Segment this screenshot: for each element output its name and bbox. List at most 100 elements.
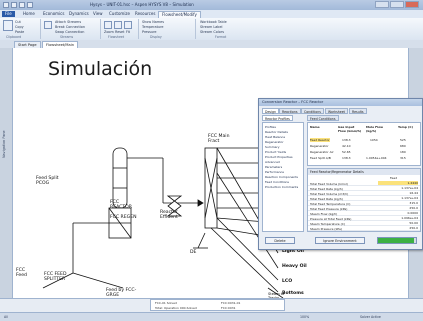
zoom-icon[interactable] bbox=[104, 21, 112, 29]
attach-icon[interactable] bbox=[44, 21, 52, 29]
grid-cell[interactable]: 525 bbox=[400, 138, 406, 142]
tab-conditions[interactable]: Conditions bbox=[301, 108, 324, 114]
table-row[interactable]: Total Feed Temperature (C)315.0 bbox=[308, 201, 420, 206]
paste-icon[interactable] bbox=[3, 20, 13, 31]
delete-button[interactable]: Delete bbox=[265, 237, 295, 244]
table-row[interactable]: Pressure at Total Feed (kPa)1.096e+04 bbox=[308, 216, 420, 221]
grid2-subheader: Feed bbox=[390, 176, 398, 180]
row-value[interactable]: 315.0 bbox=[409, 201, 418, 205]
row-value[interactable]: 1.137e+04 bbox=[401, 196, 418, 200]
tree-item[interactable]: Production Comments bbox=[265, 185, 299, 189]
cut-button[interactable]: Cut bbox=[15, 20, 21, 24]
break-connection-button[interactable]: Break Connection bbox=[55, 25, 86, 29]
tab-worksheet[interactable]: Worksheet bbox=[325, 108, 348, 114]
menu-view[interactable]: View bbox=[93, 11, 103, 16]
menu-customize[interactable]: Customize bbox=[109, 11, 130, 16]
paste-button[interactable]: Paste bbox=[15, 30, 25, 34]
row-value[interactable]: 0.0000 bbox=[407, 211, 419, 215]
fcc-reactor-vessel bbox=[112, 147, 128, 209]
grid-cell[interactable]: 180 bbox=[400, 150, 406, 154]
grid-cell[interactable]: 1.0054e+004 bbox=[366, 156, 387, 160]
close-button[interactable] bbox=[405, 1, 419, 8]
attach-streams-button[interactable]: Attach Streams bbox=[55, 20, 82, 24]
fit-button[interactable]: Fit bbox=[126, 30, 130, 34]
reset-icon[interactable] bbox=[114, 21, 122, 29]
grid-cell[interactable]: 42.10 bbox=[342, 144, 351, 148]
menu-dynamics[interactable]: Dynamics bbox=[69, 11, 89, 16]
grid-cell[interactable]: 138.3 bbox=[342, 138, 351, 142]
row-value[interactable]: 1.096e+04 bbox=[401, 216, 418, 220]
tab-start-page[interactable]: Start Page bbox=[14, 41, 41, 48]
tree-item[interactable]: Parameters bbox=[265, 165, 283, 169]
fit-icon[interactable] bbox=[124, 21, 132, 29]
table-row[interactable]: Steam Pressure (kPa)250.0 bbox=[308, 226, 420, 231]
tree-item[interactable]: Advanced bbox=[265, 160, 280, 164]
maximize-button[interactable] bbox=[390, 1, 404, 8]
tree-item[interactable]: Product Yields bbox=[265, 150, 287, 154]
row-value[interactable]: 250.0 bbox=[409, 206, 418, 210]
dialog-title[interactable]: Conversion Reactor – FCC Reactor bbox=[259, 99, 422, 106]
row-value[interactable]: 250.0 bbox=[409, 226, 418, 230]
stream-label-button[interactable]: Stream Label bbox=[200, 25, 223, 29]
tree-item[interactable]: Summary bbox=[265, 145, 280, 149]
grid-cell[interactable]: 138.3 bbox=[342, 156, 351, 160]
row-value[interactable]: 1.2440 bbox=[378, 181, 418, 185]
undo-icon[interactable] bbox=[19, 2, 25, 8]
navigation-pane[interactable]: Navigation Pane bbox=[0, 48, 13, 298]
tree-item[interactable]: Reaction Components bbox=[265, 175, 298, 179]
tree-item[interactable]: Feed Conditions bbox=[265, 180, 289, 184]
row-value[interactable]: 50.00 bbox=[409, 221, 418, 225]
message-list[interactable]: FCC-01 Solved Total: Operation 000-Solve… bbox=[150, 299, 285, 311]
menu-economics[interactable]: Economics bbox=[43, 11, 65, 16]
grid-cell[interactable]: Feed Split A/B bbox=[310, 156, 331, 160]
menu-resources[interactable]: Resources bbox=[135, 11, 156, 16]
app-logo-icon[interactable] bbox=[3, 2, 9, 8]
redo-icon[interactable] bbox=[27, 2, 33, 8]
minimize-button[interactable] bbox=[375, 1, 389, 8]
tab-flowsheet-main[interactable]: Flowsheet/Main bbox=[42, 41, 78, 48]
workbook-table-button[interactable]: Workbook Table bbox=[200, 20, 227, 24]
grid-cell[interactable]: 1054 bbox=[370, 138, 378, 142]
table-row[interactable]: Steam Temperature (C)50.00 bbox=[308, 221, 420, 226]
reset-button[interactable]: Reset bbox=[115, 30, 125, 34]
grid-cell[interactable]: Regenerator Air bbox=[310, 150, 334, 154]
grid-cell[interactable]: 680 bbox=[400, 144, 406, 148]
grid-cell[interactable]: Regenerator bbox=[310, 144, 329, 148]
subtab-reactor-profiles[interactable]: Reactor Profiles bbox=[262, 115, 293, 121]
table-row[interactable]: Total Feed Volume (m3/h)16.44 bbox=[308, 191, 420, 196]
table-row[interactable]: Total Feed Rate (kg/h)1.137e+04 bbox=[308, 196, 420, 201]
group-label-clipboard: Clipboard bbox=[6, 35, 22, 39]
table-row[interactable]: Steam Flow (kg/h)0.0000 bbox=[308, 211, 420, 216]
row-value[interactable]: 1.137e+04 bbox=[401, 186, 418, 190]
zoom-button[interactable]: Zoom bbox=[104, 30, 114, 34]
table-row[interactable]: Total Feed Volume (kmol)1.2440 bbox=[308, 181, 420, 186]
swap-connection-button[interactable]: Swap Connection bbox=[55, 30, 85, 34]
ignore-environment-button[interactable]: Ignore Environment bbox=[315, 237, 365, 244]
tree-item[interactable]: Profiles bbox=[265, 125, 276, 129]
menu-home[interactable]: Home bbox=[23, 11, 35, 16]
tab-reactions[interactable]: Reactions bbox=[279, 108, 301, 114]
tab-design[interactable]: Design bbox=[262, 108, 280, 114]
tree-item[interactable]: Product Properties bbox=[265, 155, 293, 159]
subtab-feed-conditions[interactable]: Feed Conditions bbox=[307, 115, 339, 121]
row-value[interactable]: 16.44 bbox=[409, 191, 418, 195]
tree-item[interactable]: Performance bbox=[265, 170, 285, 174]
stream-colors-button[interactable]: Stream Colors bbox=[200, 30, 224, 34]
tab-results[interactable]: Results bbox=[349, 108, 367, 114]
temperature-toggle[interactable]: Temperature bbox=[142, 25, 164, 29]
menu-flowsheet-modify[interactable]: Flowsheet/Modify bbox=[158, 11, 201, 18]
zoom-level[interactable]: 100% bbox=[300, 314, 310, 319]
table-row[interactable]: Total Feed Rate (kg/h)1.137e+04 bbox=[308, 186, 420, 191]
copy-button[interactable]: Copy bbox=[15, 25, 24, 29]
tree-item[interactable]: Heat Balance bbox=[265, 135, 286, 139]
show-names-toggle[interactable]: Show Names bbox=[142, 20, 164, 24]
table-row[interactable]: Total Feed Pressure (kPa)250.0 bbox=[308, 206, 420, 211]
save-icon[interactable] bbox=[11, 2, 17, 8]
tree-item[interactable]: Regenerator bbox=[265, 140, 284, 144]
grid-cell[interactable]: 315 bbox=[400, 156, 406, 160]
pressure-toggle[interactable]: Pressure bbox=[142, 30, 157, 34]
grid-cell[interactable]: 52.65 bbox=[342, 150, 351, 154]
menu-file[interactable]: File bbox=[2, 11, 15, 17]
tree-item[interactable]: Reactor Details bbox=[265, 130, 288, 134]
grid-cell[interactable]: Feed Reactor bbox=[310, 138, 330, 142]
